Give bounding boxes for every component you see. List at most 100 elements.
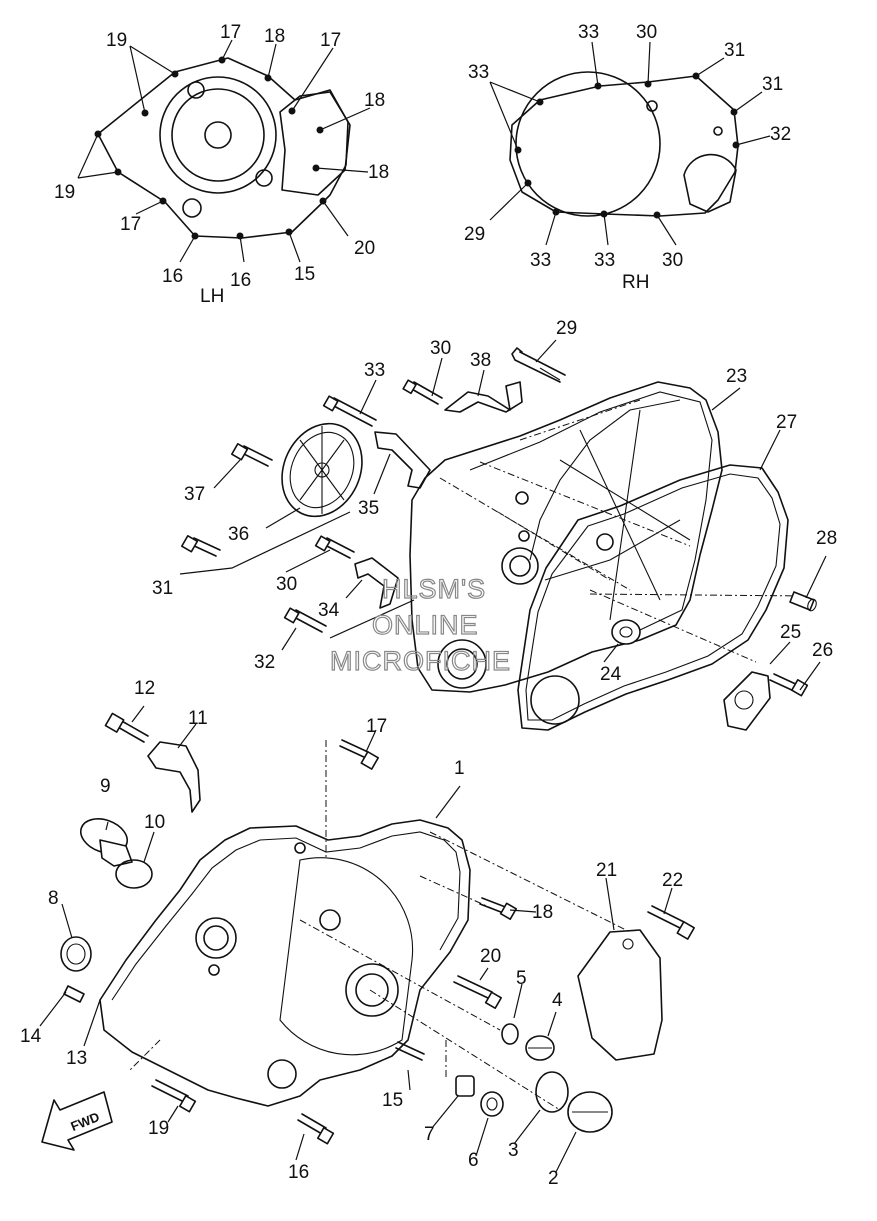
callout-33: 33 bbox=[468, 62, 489, 83]
callout-27: 27 bbox=[776, 412, 797, 433]
cover-part-21 bbox=[577, 929, 663, 1061]
bolt-part-29 bbox=[511, 347, 566, 383]
bolt-part-17 bbox=[339, 739, 379, 770]
lh-bolt-hole-markers bbox=[94, 56, 327, 240]
bolt-part-15 bbox=[395, 1041, 425, 1061]
callout-28: 28 bbox=[816, 528, 837, 549]
callout-31: 31 bbox=[152, 578, 173, 599]
callout-30: 30 bbox=[636, 22, 657, 43]
callout-30: 30 bbox=[430, 338, 451, 359]
callout-13: 13 bbox=[66, 1048, 87, 1069]
plug-part-2 bbox=[567, 1091, 613, 1133]
bracket-part-11 bbox=[147, 741, 201, 813]
o-ring-part-3 bbox=[535, 1071, 569, 1113]
callout-12: 12 bbox=[134, 678, 155, 699]
crankcase-cover-lower bbox=[39, 705, 695, 1173]
callout-14: 14 bbox=[20, 1026, 42, 1047]
callout-32: 32 bbox=[254, 652, 275, 673]
lh-bolt-pattern-view bbox=[77, 39, 371, 263]
callout-19: 19 bbox=[54, 182, 75, 203]
bolt-part-33 bbox=[322, 395, 377, 427]
rh-view-label: RH bbox=[622, 272, 649, 293]
callout-16: 16 bbox=[230, 270, 251, 291]
callout-19: 19 bbox=[106, 30, 127, 51]
callout-5: 5 bbox=[516, 968, 527, 989]
bolt-part-32 bbox=[283, 607, 327, 633]
dowel-pin-part-14 bbox=[63, 985, 85, 1003]
bearing-part-7 bbox=[455, 1075, 475, 1097]
callout-29: 29 bbox=[556, 318, 577, 339]
watermark-line-2: ONLINE bbox=[372, 610, 479, 640]
sight-glass-part-8 bbox=[60, 936, 92, 972]
seal-part-6 bbox=[480, 1091, 504, 1117]
callout-18: 18 bbox=[368, 162, 389, 183]
callout-25: 25 bbox=[780, 622, 801, 643]
o-ring-part-10 bbox=[115, 859, 153, 889]
cover-part-36 bbox=[281, 422, 363, 518]
callout-33: 33 bbox=[578, 22, 599, 43]
callout-17: 17 bbox=[320, 30, 341, 51]
callout-7: 7 bbox=[424, 1124, 435, 1145]
callout-38: 38 bbox=[470, 350, 491, 371]
callout-33: 33 bbox=[364, 360, 385, 381]
clamp-part-34 bbox=[354, 557, 399, 609]
rh-bolt-hole-markers bbox=[514, 72, 740, 219]
bolt-part-37 bbox=[231, 443, 273, 467]
callout-22: 22 bbox=[662, 870, 683, 891]
oil-seal-part bbox=[611, 619, 641, 645]
dowel-pin-part-28 bbox=[789, 591, 817, 612]
callout-17: 17 bbox=[220, 22, 241, 43]
callout-31: 31 bbox=[762, 74, 783, 95]
callout-19: 19 bbox=[148, 1118, 169, 1139]
bolt-part-31 bbox=[181, 535, 221, 557]
lh-view-label: LH bbox=[200, 286, 224, 307]
callout-17: 17 bbox=[120, 214, 141, 235]
callout-23: 23 bbox=[726, 366, 747, 387]
bolt-part-30-lower bbox=[314, 535, 355, 559]
bolt-part-12 bbox=[104, 712, 149, 743]
callout-37: 37 bbox=[184, 484, 205, 505]
plate-part-25 bbox=[723, 671, 771, 731]
callout-3: 3 bbox=[508, 1140, 519, 1161]
callout-35: 35 bbox=[358, 498, 379, 519]
bolt-part-19 bbox=[151, 1079, 197, 1113]
watermark-line-1: HLSM'S bbox=[382, 574, 486, 604]
callout-18: 18 bbox=[264, 26, 285, 47]
callout-9: 9 bbox=[100, 776, 111, 797]
callout-31: 31 bbox=[724, 40, 745, 61]
callout-20: 20 bbox=[354, 238, 375, 259]
callout-8: 8 bbox=[48, 888, 59, 909]
callout-18: 18 bbox=[532, 902, 553, 923]
o-ring-part-5 bbox=[501, 1023, 519, 1045]
bolt-part-22 bbox=[647, 905, 695, 940]
bolt-part-16 bbox=[297, 1113, 335, 1145]
callout-1: 1 bbox=[454, 758, 465, 779]
callout-24: 24 bbox=[600, 664, 622, 685]
callout-4: 4 bbox=[552, 990, 563, 1011]
rh-bolt-pattern-view bbox=[489, 41, 771, 246]
callout-36: 36 bbox=[228, 524, 249, 545]
callout-2: 2 bbox=[548, 1168, 559, 1189]
callout-30: 30 bbox=[662, 250, 683, 271]
bolt-part-26 bbox=[769, 673, 809, 697]
bolt-part-18 bbox=[479, 897, 517, 920]
callout-17: 17 bbox=[366, 716, 387, 737]
callout-34: 34 bbox=[318, 600, 340, 621]
middle-small-parts bbox=[179, 339, 827, 731]
callout-30: 30 bbox=[276, 574, 297, 595]
clamp-part-35 bbox=[374, 431, 431, 489]
callout-15: 15 bbox=[294, 264, 315, 285]
callout-labels: 19 17 18 17 18 18 19 17 20 16 16 15 33 3… bbox=[20, 22, 837, 1189]
filler-cap-part-9 bbox=[79, 818, 133, 867]
callout-11: 11 bbox=[188, 708, 208, 729]
watermark: HLSM'S ONLINE MICROFICHE bbox=[329, 573, 511, 676]
callout-29: 29 bbox=[464, 224, 485, 245]
plug-part-4 bbox=[525, 1035, 555, 1061]
callout-20: 20 bbox=[480, 946, 501, 967]
callout-6: 6 bbox=[468, 1150, 479, 1171]
callout-21: 21 bbox=[596, 860, 617, 881]
watermark-line-3: MICROFICHE bbox=[330, 646, 511, 676]
callout-16: 16 bbox=[288, 1162, 309, 1183]
callout-16: 16 bbox=[162, 266, 183, 287]
